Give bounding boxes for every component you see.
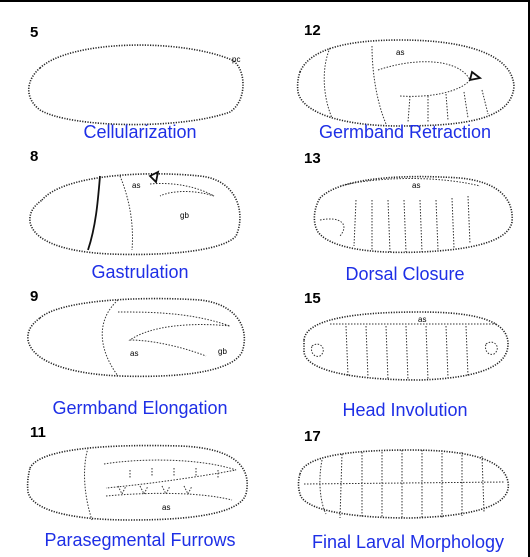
embryo-stage-12: as — [298, 40, 514, 126]
embryo-stage-15: as — [304, 312, 508, 380]
stage-number: 11 — [30, 424, 46, 441]
label-as-15: as — [418, 315, 426, 324]
embryo-stage-5: pc — [29, 45, 243, 124]
stage-number: 9 — [30, 288, 38, 305]
embryo-stage-9: as gb — [28, 299, 244, 377]
embryo-stage-8: as gb — [30, 172, 240, 254]
label-pc: pc — [232, 55, 240, 64]
label-as-12: as — [396, 48, 404, 57]
label-as-13: as — [412, 181, 420, 190]
stage-caption: Final Larval Morphology — [290, 532, 526, 553]
stage-number: 12 — [304, 22, 321, 39]
stage-number: 17 — [304, 428, 321, 445]
stage-number: 8 — [30, 148, 38, 165]
stage-caption: Germband Elongation — [20, 398, 260, 419]
stage-caption: Head Involution — [290, 400, 520, 421]
label-as-8: as — [132, 181, 140, 190]
stage-number: 15 — [304, 290, 321, 307]
label-gb-8: gb — [180, 211, 189, 220]
stage-caption: Dorsal Closure — [290, 264, 520, 285]
label-as-11: as — [162, 503, 170, 512]
label-gb-9: gb — [218, 347, 227, 356]
embryo-stage-11: as — [28, 446, 248, 520]
stage-caption: Germband Retraction — [290, 122, 520, 143]
embryo-stage-13: as — [314, 177, 512, 253]
stage-caption: Gastrulation — [20, 262, 260, 283]
stage-caption: Parasegmental Furrows — [10, 530, 270, 551]
stage-caption: Cellularization — [20, 122, 260, 143]
stage-number: 13 — [304, 150, 321, 167]
embryo-stage-17 — [299, 450, 509, 518]
stage-number: 5 — [30, 24, 38, 41]
label-as-9: as — [130, 349, 138, 358]
